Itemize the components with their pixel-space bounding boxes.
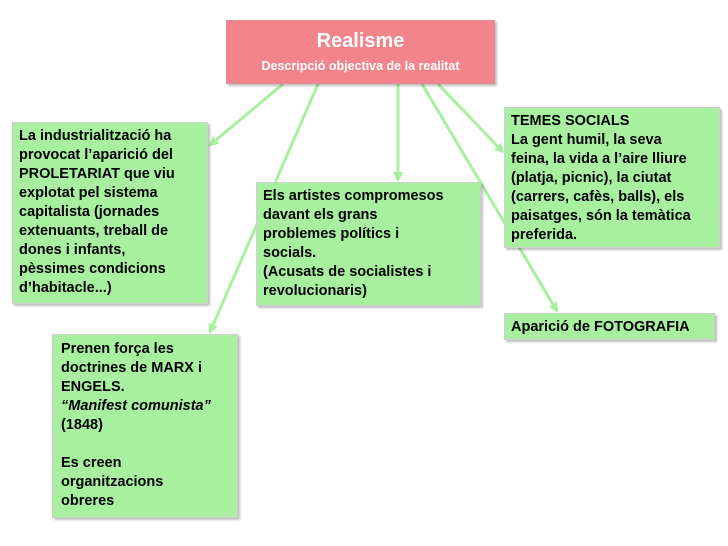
arrow-to-temes [436,82,505,154]
marx-line: Es creen [61,455,122,471]
marx-line: obreres [61,493,115,509]
industrial-line: La industrialització ha [19,128,172,144]
marx-line: ENGELS. [61,379,125,395]
artists-line: socials. [263,245,317,261]
industrial-line: PROLETARIAT que viu [19,166,175,182]
industrial-line: pèssimes condicions [19,261,166,277]
marx-engels-box: Prenen força les doctrines de MARX i ENG… [52,334,238,518]
themes-line: preferida. [511,227,578,243]
diagram-title: Realisme [316,30,405,52]
photography-box: Aparició de FOTOGRAFIA [504,313,715,340]
arrow-to-foto [420,83,559,313]
arrow-to-industrial [208,82,284,147]
industrial-line: capitalista (jornades [19,204,160,220]
title-box: Realisme Descripció objectiva de la real… [226,20,495,84]
manifest-title: “Manifest comunista” [61,398,211,414]
industrial-line: dones i infants, [19,242,126,258]
marx-line: organitzacions [61,474,164,490]
artists-box: Els artistes compromesos davant els gran… [256,182,481,306]
artists-line: problemes polítics i [263,226,400,242]
industrial-line: provocat l’aparició del [19,147,173,163]
photography-text: Aparició de FOTOGRAFIA [511,319,690,335]
artists-line: revolucionaris) [263,283,367,299]
diagram-subtitle: Descripció objectiva de la realitat [261,59,460,73]
social-themes-box: TEMES SOCIALS La gent humil, la seva fei… [504,107,720,248]
themes-line: feina, la vida a l’aire lliure [511,151,687,167]
marx-line: Prenen força les [61,341,174,357]
themes-heading: TEMES SOCIALS [511,113,630,129]
industrial-line: explotat pel sistema [19,185,158,201]
marx-line: doctrines de MARX i [61,360,202,376]
manifest-year: (1848) [61,417,103,433]
themes-line: (platja, picnic), la ciutat [511,170,672,186]
industrialization-box: La industrialització ha provocat l’apari… [12,122,208,304]
blank-line [61,435,229,454]
themes-line: (carrers, cafès, balls), els [511,189,685,205]
industrial-line: d’habitacle...) [19,280,112,296]
artists-line: Els artistes compromesos [263,188,444,204]
artists-line: (Acusats de socialistes i [263,264,432,280]
artists-line: davant els grans [263,207,378,223]
themes-line: La gent humil, la seva [511,132,662,148]
industrial-line: extenuants, treball de [19,223,169,239]
themes-line: paisatges, són la temàtica [511,208,691,224]
